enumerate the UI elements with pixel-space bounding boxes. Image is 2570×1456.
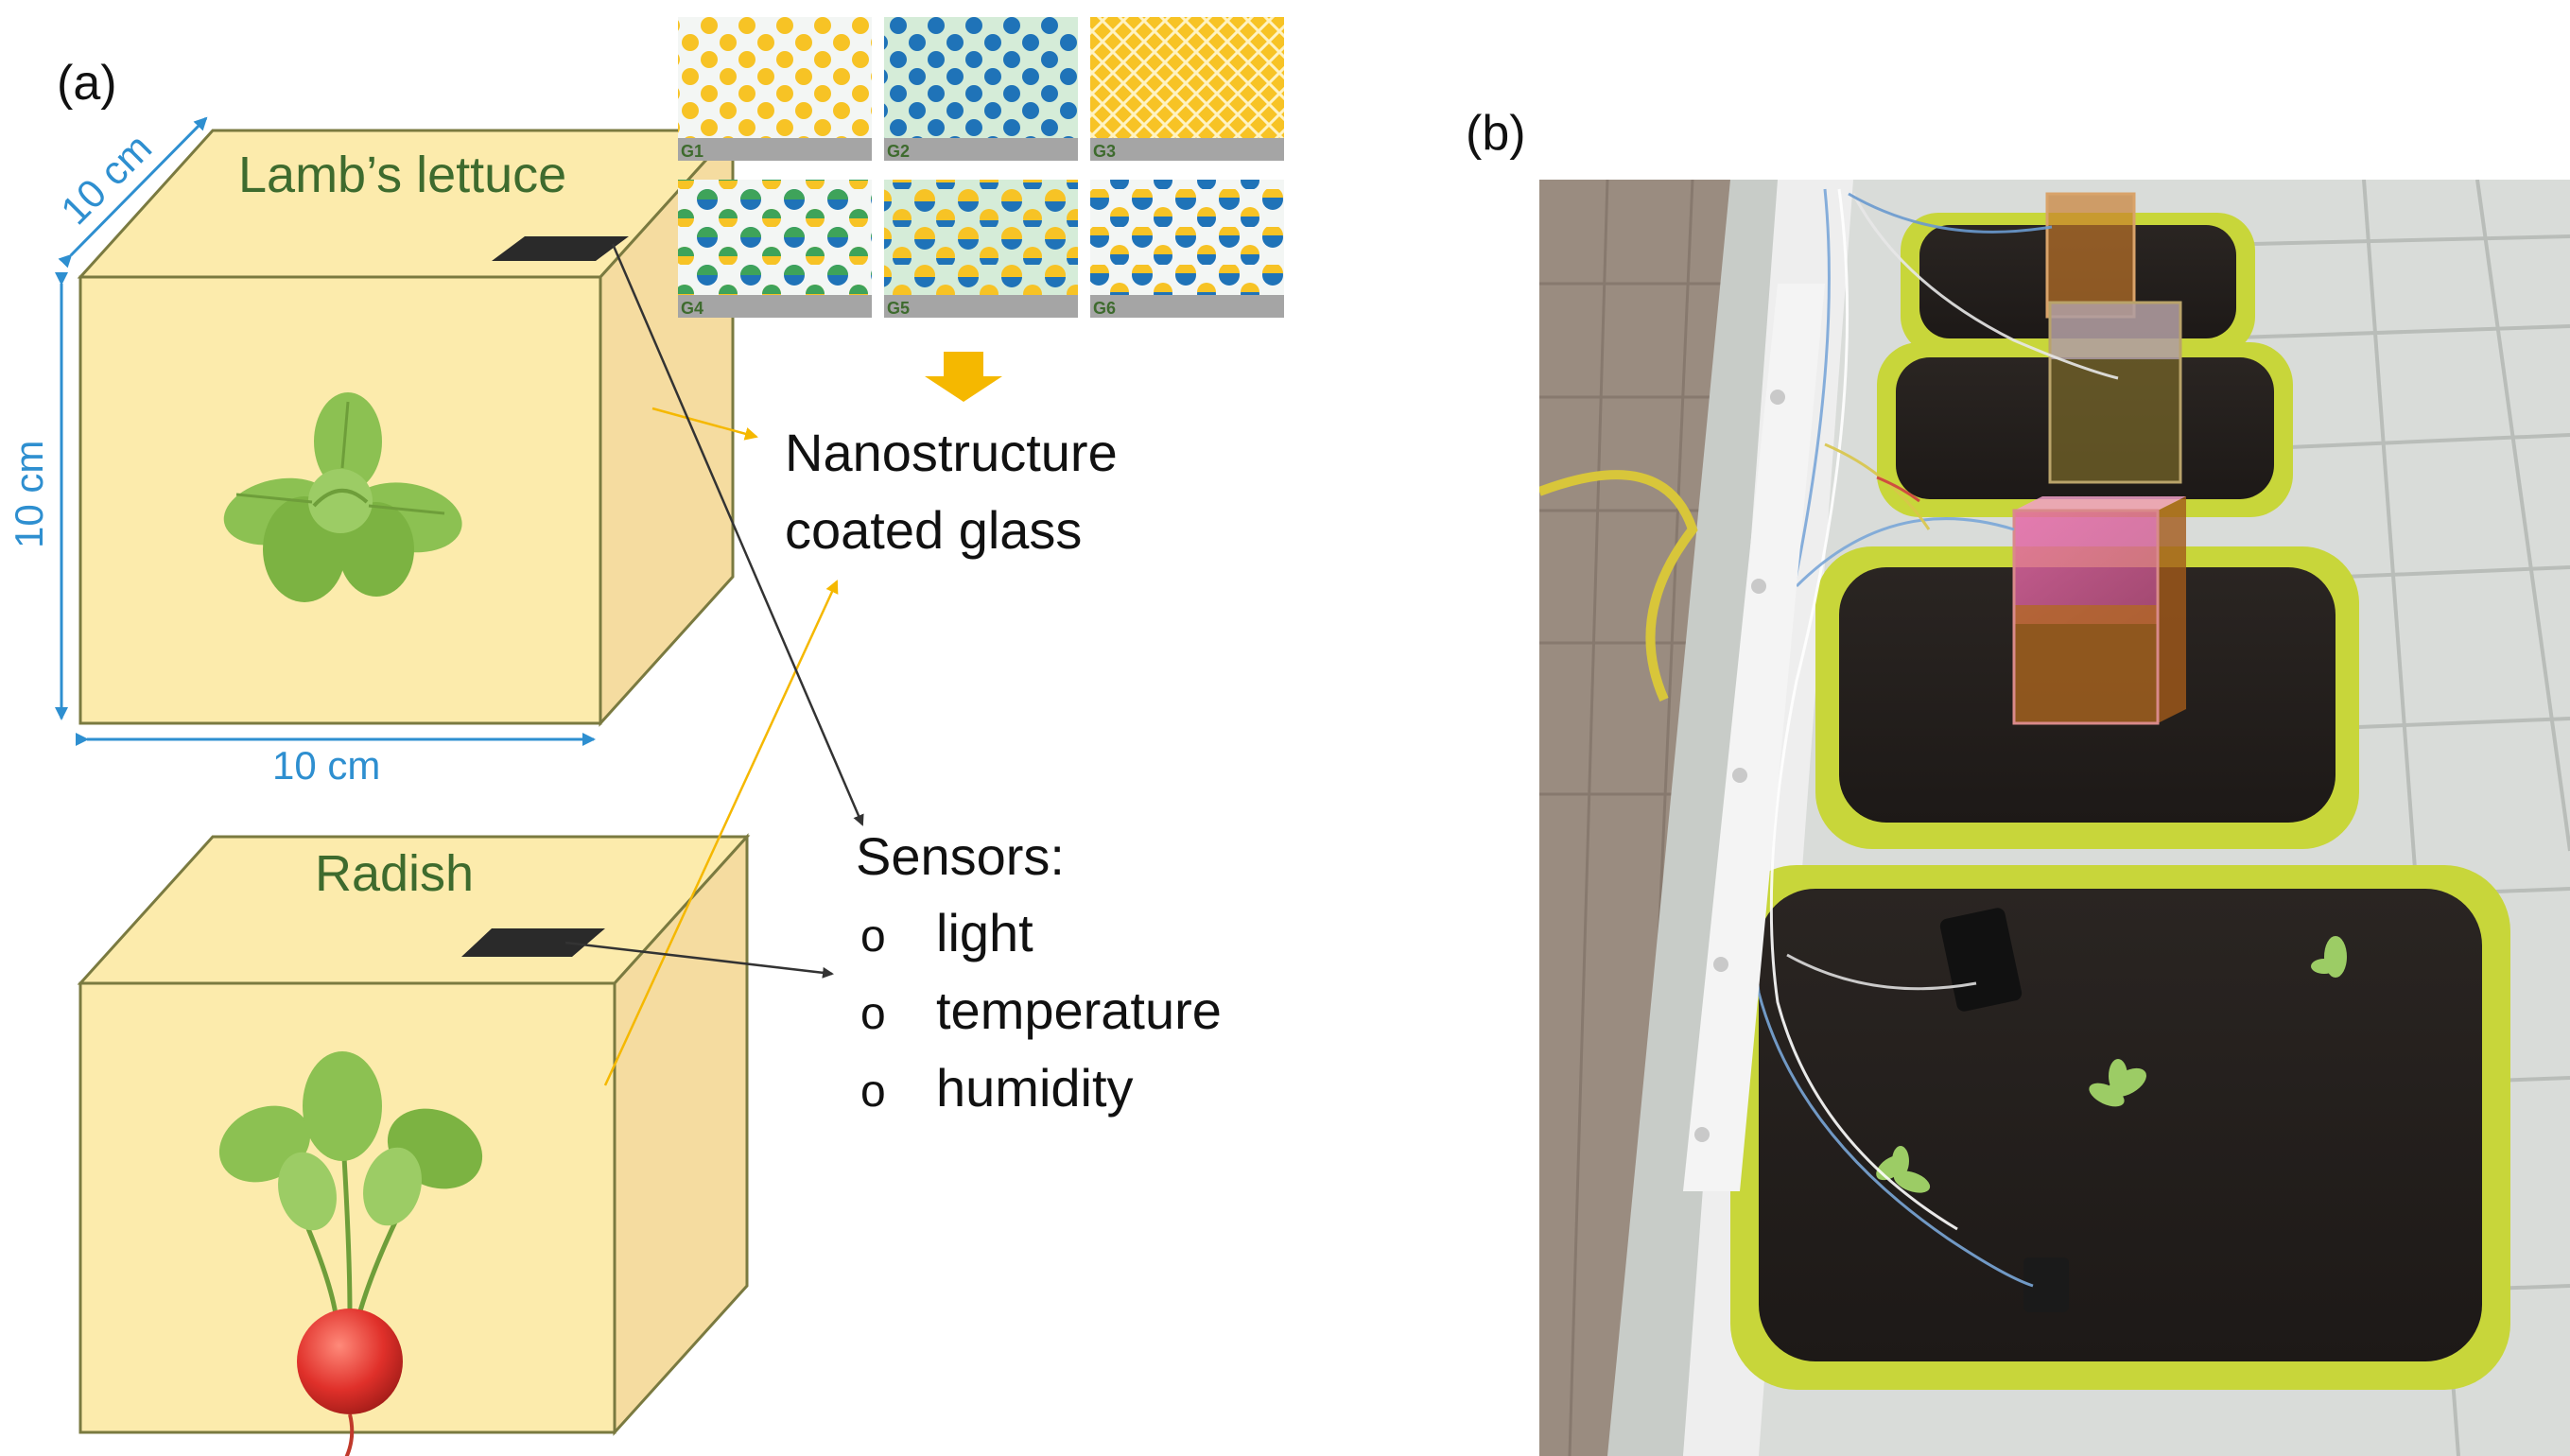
glass-pointer-arrow-top <box>651 407 758 441</box>
glass-label-line1: Nanostructure <box>785 423 1118 482</box>
lettuce-light-sensor <box>492 236 629 261</box>
glass-box-back <box>2045 192 2136 319</box>
depth-dimension-line <box>58 116 208 269</box>
sensor-bullet-light: o <box>860 911 886 962</box>
radish-box-title: Radish <box>315 845 474 902</box>
height-dimension-label: 10 cm <box>7 441 51 548</box>
glass-pointer-arrow-bottom <box>603 580 839 1086</box>
radish-light-sensor <box>461 928 605 957</box>
sensors-list: Sensors: o light o temperature o humidit… <box>856 826 1222 1118</box>
panel-a: (a) Lamb’s lettuce 10 cm 10 c <box>7 17 1284 1456</box>
down-arrow-icon <box>925 352 1002 402</box>
greenhouse-photo <box>1539 180 2570 1456</box>
sample-g6-label: G6 <box>1093 299 1116 318</box>
panel-b-label: (b) <box>1466 106 1526 161</box>
panel-b: (b) <box>1466 106 2570 1456</box>
sensor-light: light <box>936 903 1033 962</box>
glass-sample-grid: G1 G2 G3 G4 G5 <box>678 17 1284 318</box>
sample-g3-label: G3 <box>1093 142 1116 161</box>
radish-icon <box>218 1051 483 1456</box>
sample-g6: G6 <box>1090 180 1284 318</box>
radish-box: Radish <box>77 833 751 1456</box>
sensors-heading: Sensors: <box>856 826 1065 886</box>
sample-g4-label: G4 <box>681 299 703 318</box>
sensor-bullet-humidity: o <box>860 1066 886 1117</box>
sensor-pointer-arrow-top <box>611 243 864 826</box>
sample-g4: G4 <box>678 180 872 318</box>
glass-box-middle <box>2048 301 2182 484</box>
panel-a-label: (a) <box>57 56 117 111</box>
lettuce-box: Lamb’s lettuce 10 cm 10 cm 10 cm <box>7 116 737 788</box>
lettuce-box-title: Lamb’s lettuce <box>238 147 566 203</box>
glass-label-line2: coated glass <box>785 500 1082 560</box>
sensor-pointer-arrow-bottom <box>564 941 834 979</box>
lettuce-icon <box>223 392 462 602</box>
sample-g1-label: G1 <box>681 142 703 161</box>
sensor-probe <box>2023 1257 2069 1312</box>
sample-g3: G3 <box>1090 17 1284 161</box>
sample-g5-label: G5 <box>887 299 910 318</box>
width-dimension-label: 10 cm <box>272 743 380 788</box>
sample-g2-label: G2 <box>887 142 910 161</box>
sensor-temperature: temperature <box>936 980 1222 1040</box>
glass-box-pink <box>2012 496 2186 725</box>
sensor-bullet-temperature: o <box>860 989 886 1039</box>
sample-g5: G5 <box>884 180 1078 318</box>
sample-g2: G2 <box>884 17 1078 161</box>
sensor-humidity: humidity <box>936 1058 1134 1118</box>
sample-g1: G1 <box>678 17 872 161</box>
